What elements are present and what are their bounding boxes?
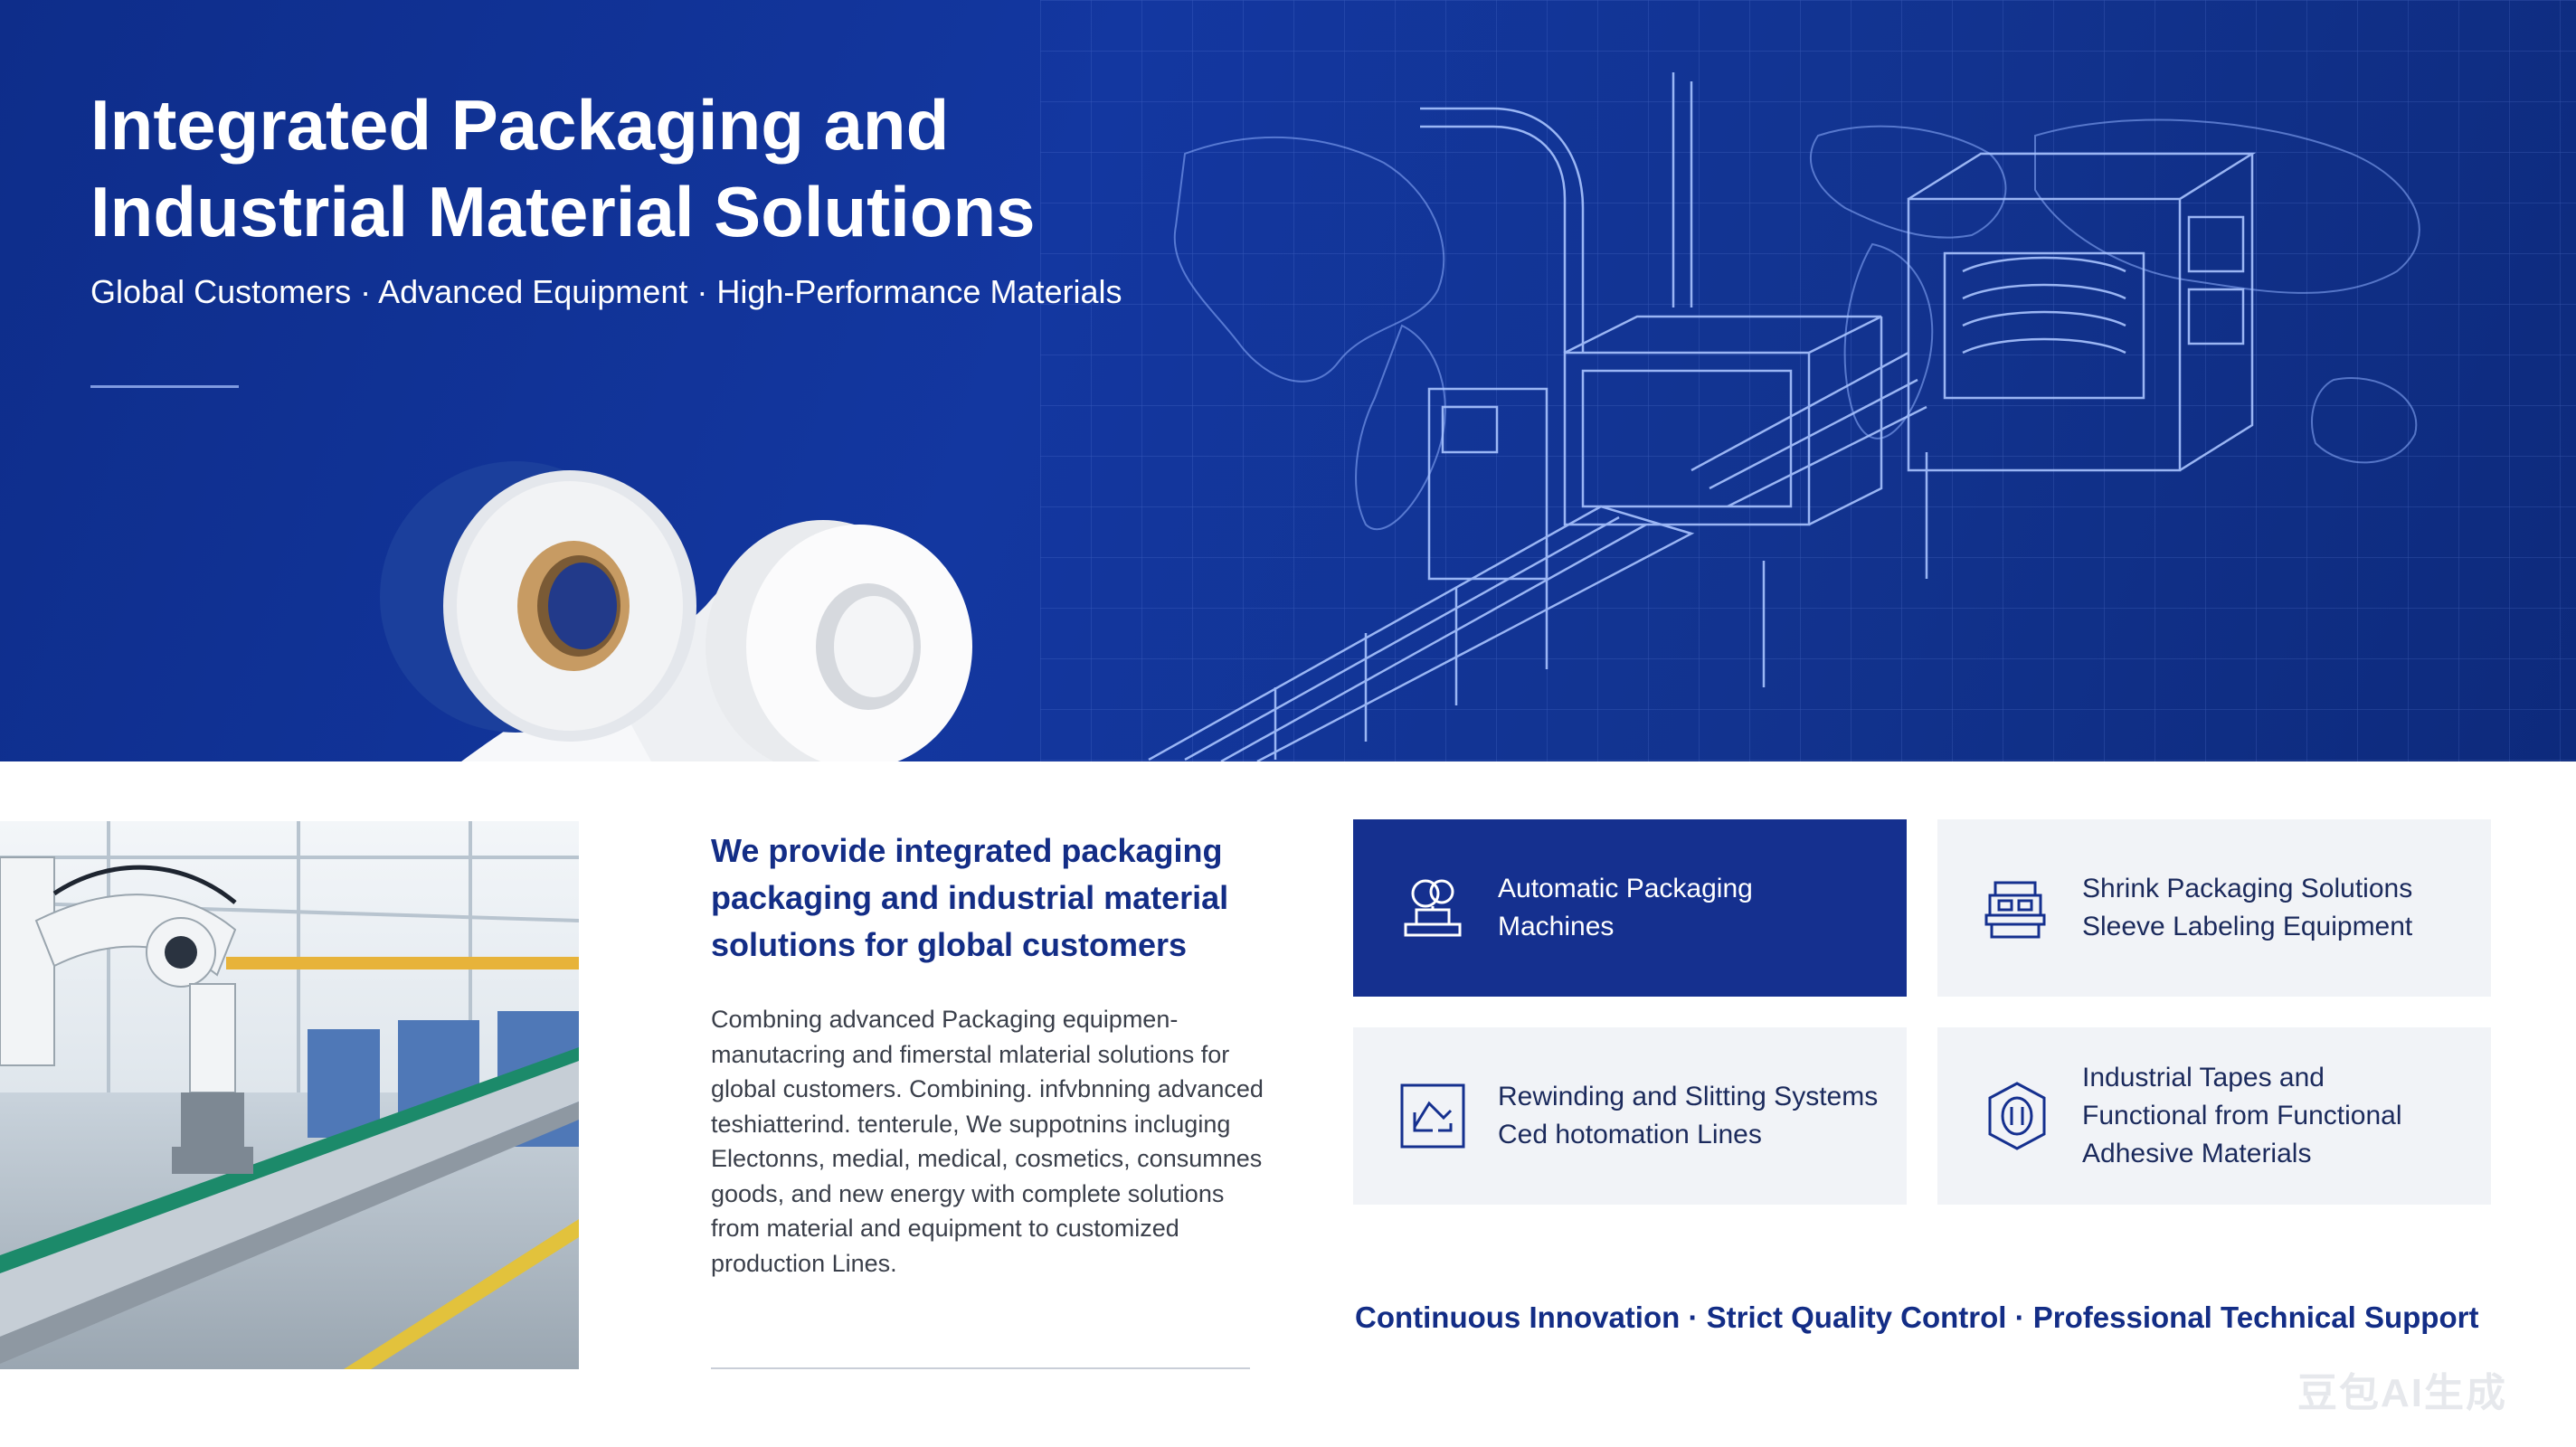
intro-heading: We provide integrated packaging packagin… xyxy=(711,832,1229,963)
card-label: Automatic Packaging Machines xyxy=(1498,870,1753,946)
card-line: Machines xyxy=(1498,912,1615,941)
tape-rolls-illustration xyxy=(380,461,972,761)
card-line: Rewinding and Slitting Systems xyxy=(1498,1082,1879,1111)
card-line: Industrial Tapes and xyxy=(2082,1063,2325,1092)
tape-roll-icon xyxy=(1988,1082,2046,1150)
hero-banner: Integrated Packaging and Industrial Mate… xyxy=(0,0,2576,761)
card-line: Adhesive Materials xyxy=(2082,1139,2312,1168)
tagline: Continuous Innovation · Strict Quality C… xyxy=(1355,1300,2479,1334)
hero-divider xyxy=(90,385,239,388)
card-shrink-packaging[interactable]: Shrink Packaging Solutions Sleeve Labeli… xyxy=(1937,819,2491,997)
factory-robot-photo xyxy=(0,821,579,1369)
ai-watermark: 豆包AI生成 xyxy=(2297,1371,2507,1415)
card-industrial-tapes[interactable]: Industrial Tapes and Functional from Fun… xyxy=(1937,1027,2491,1205)
card-label: Shrink Packaging Solutions Sleeve Labeli… xyxy=(2082,870,2412,946)
card-line: Ced hotomation Lines xyxy=(1498,1120,1762,1149)
card-label: Rewinding and Slitting Systems Ced hotom… xyxy=(1498,1078,1878,1154)
world-map-outline xyxy=(1173,118,2420,531)
blueprint-machine-illustration xyxy=(1148,72,2257,761)
gears-icon xyxy=(1404,879,1462,937)
hero-title: Integrated Packaging and Industrial Mate… xyxy=(90,85,1036,251)
intro-body: Combning advanced Packaging equipmen- ma… xyxy=(711,1006,1264,1277)
rewind-icon xyxy=(1400,1083,1465,1149)
card-line: Sleeve Labeling Equipment xyxy=(2082,912,2413,941)
machine-icon xyxy=(1984,881,2046,939)
intro-divider xyxy=(711,1367,1250,1369)
card-label: Industrial Tapes and Functional from Fun… xyxy=(2082,1059,2402,1173)
card-line: Automatic Packaging xyxy=(1498,874,1753,903)
card-automatic-packaging[interactable]: Automatic Packaging Machines xyxy=(1353,819,1907,997)
card-line: Functional from Functional xyxy=(2082,1101,2402,1130)
card-rewinding-slitting[interactable]: Rewinding and Slitting Systems Ced hotom… xyxy=(1353,1027,1907,1205)
hero-subtitle: Global Customers · Advanced Equipment · … xyxy=(90,273,1122,310)
card-line: Shrink Packaging Solutions xyxy=(2082,874,2413,903)
